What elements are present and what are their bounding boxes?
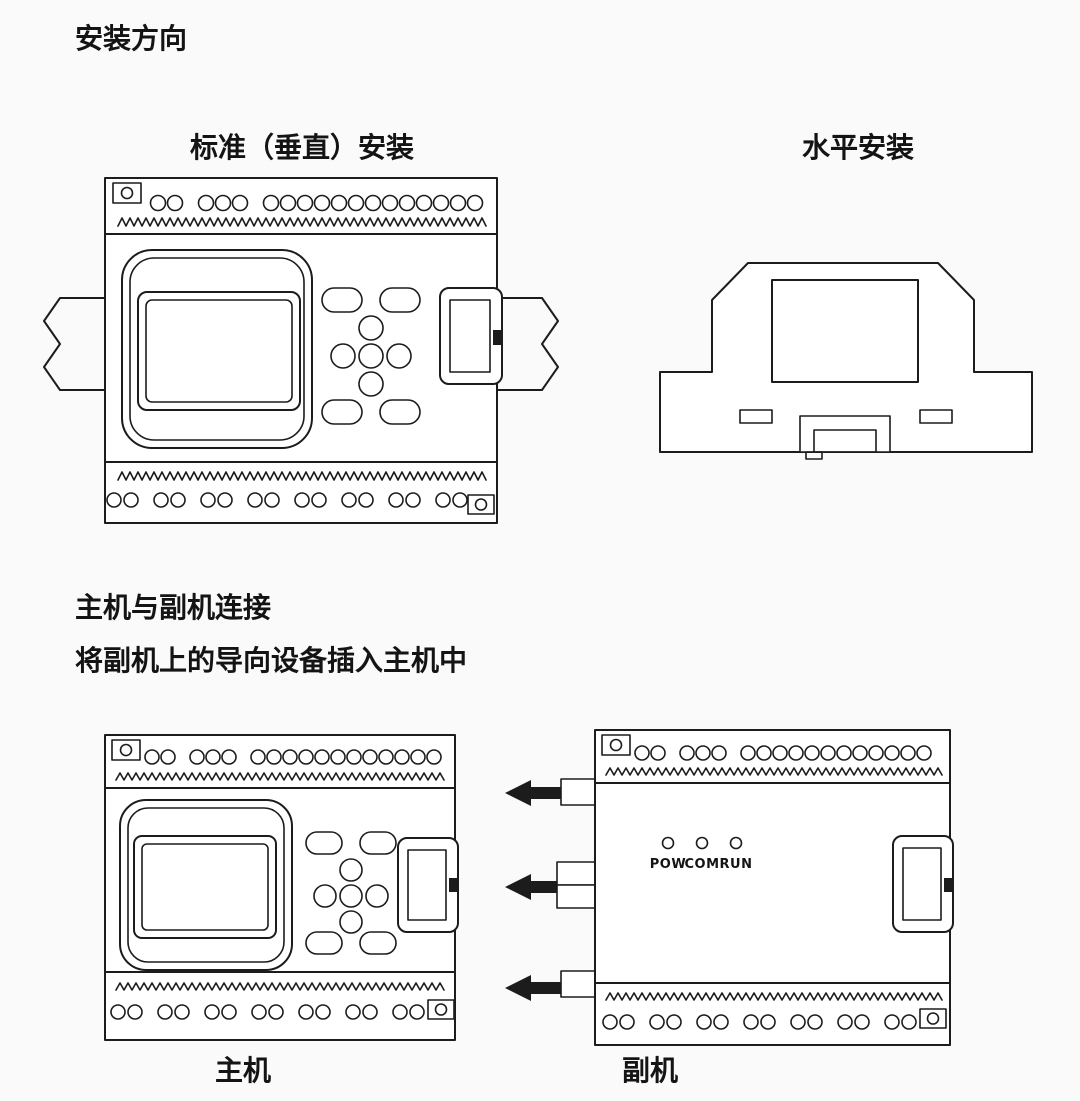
top-terminal-row	[634, 745, 932, 761]
pow-led-label: POW	[650, 857, 686, 872]
vertical-mount-diagram	[43, 177, 559, 524]
connection-subtitle: 将副机上的导向设备插入主机中	[75, 644, 467, 676]
bottom-terminal-zigzag	[115, 982, 445, 991]
insert-arrows	[505, 780, 562, 1001]
connection-title: 主机与副机连接	[75, 592, 271, 623]
top-terminal-zigzag	[115, 772, 445, 781]
pow-led	[661, 836, 675, 850]
expansion-connector	[439, 287, 503, 385]
arrow-left-icon	[505, 975, 562, 1001]
lcd-panel	[121, 249, 313, 449]
bottom-terminal-row	[106, 492, 468, 508]
top-terminal-zigzag	[117, 217, 487, 227]
top-terminal-row	[144, 749, 442, 765]
expansion-connector	[892, 835, 954, 933]
secondary-unit-diagram: POW COM RUN	[556, 729, 954, 1046]
arrow-left-icon	[505, 780, 562, 806]
corner-mount-tabs	[111, 739, 455, 1020]
guide-pins	[556, 778, 596, 998]
horizontal-mount-diagram	[659, 262, 1033, 460]
run-led-label: RUN	[720, 857, 753, 872]
run-led	[729, 836, 743, 850]
top-terminal-zigzag	[605, 767, 943, 776]
flange-slot-left	[739, 409, 773, 424]
status-leds: POW COM RUN	[650, 836, 753, 872]
bottom-terminal-zigzag	[117, 471, 487, 481]
main-unit-label: 主机	[215, 1055, 271, 1087]
main-unit-diagram	[104, 734, 459, 1041]
secondary-unit-label: 副机	[622, 1055, 678, 1087]
horizontal-mount-label: 水平安装	[802, 132, 914, 163]
vertical-mount-label: 标准（垂直）安装	[190, 131, 414, 163]
flange-slot-right	[919, 409, 953, 424]
com-led-label: COM	[684, 857, 719, 872]
bottom-terminal-row	[110, 1004, 425, 1020]
corner-mount-tabs	[601, 734, 947, 1029]
profile-label-area	[771, 279, 919, 383]
arrow-left-icon	[505, 874, 562, 900]
top-terminal-row	[149, 194, 484, 212]
com-led	[695, 836, 709, 850]
device-profile-outline	[659, 262, 1033, 453]
page-title: 安装方向	[75, 22, 187, 54]
lcd-panel	[119, 799, 293, 971]
bottom-terminal-row	[602, 1014, 917, 1030]
corner-mount-tabs	[112, 182, 495, 515]
din-rail-left	[43, 297, 106, 391]
din-clip	[799, 415, 891, 460]
keypad	[305, 831, 397, 955]
din-rail-right	[496, 297, 559, 391]
keypad	[321, 287, 421, 425]
bottom-terminal-zigzag	[605, 992, 943, 1001]
expansion-connector	[397, 837, 459, 933]
